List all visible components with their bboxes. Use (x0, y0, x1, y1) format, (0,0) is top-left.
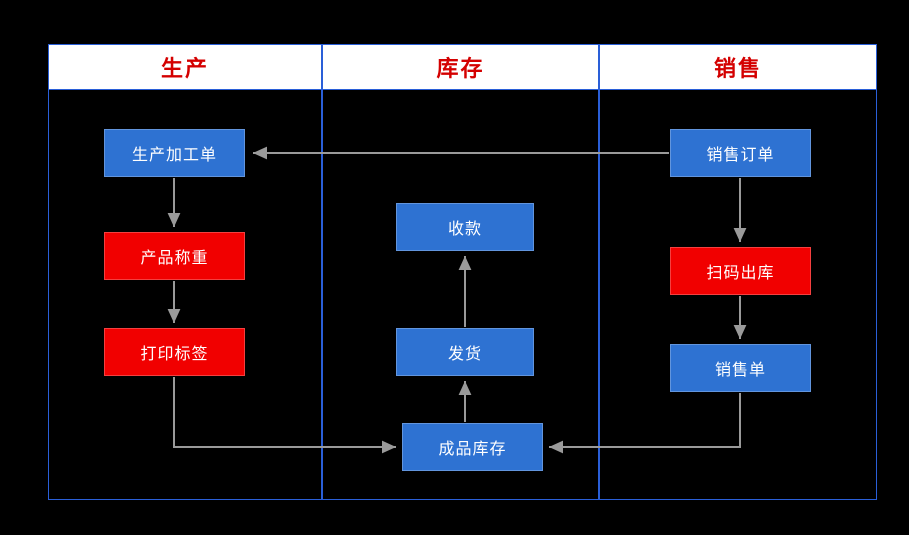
node-label-sales-receipt: 销售单 (714, 362, 766, 379)
node-sales-order[interactable]: 销售订单 (670, 129, 811, 177)
lane-title-production: 生产 (160, 56, 209, 81)
node-sales-receipt[interactable]: 销售单 (670, 344, 811, 392)
lane-title-inventory: 库存 (436, 56, 485, 81)
node-label-product-weighing: 产品称重 (140, 250, 209, 267)
node-finished-goods-inventory[interactable]: 成品库存 (402, 423, 543, 471)
node-label-production-order: 生产加工单 (131, 147, 217, 164)
lane-header-production: 生产 (48, 44, 322, 90)
node-label-finished-goods-inventory: 成品库存 (438, 441, 507, 458)
lane-title-sales: 销售 (713, 56, 762, 81)
node-label-sales-order: 销售订单 (706, 147, 775, 164)
node-label-payment: 收款 (447, 221, 482, 238)
node-label-print-label: 打印标签 (140, 346, 209, 363)
node-label-scan-outbound: 扫码出库 (706, 265, 775, 282)
node-shipping[interactable]: 发货 (396, 328, 534, 376)
node-production-order[interactable]: 生产加工单 (104, 129, 245, 177)
node-print-label[interactable]: 打印标签 (104, 328, 245, 376)
lane-header-inventory: 库存 (322, 44, 599, 90)
node-product-weighing[interactable]: 产品称重 (104, 232, 245, 280)
node-payment[interactable]: 收款 (396, 203, 534, 251)
node-scan-outbound[interactable]: 扫码出库 (670, 247, 811, 295)
node-label-shipping: 发货 (447, 346, 482, 363)
lane-header-sales: 销售 (599, 44, 877, 90)
